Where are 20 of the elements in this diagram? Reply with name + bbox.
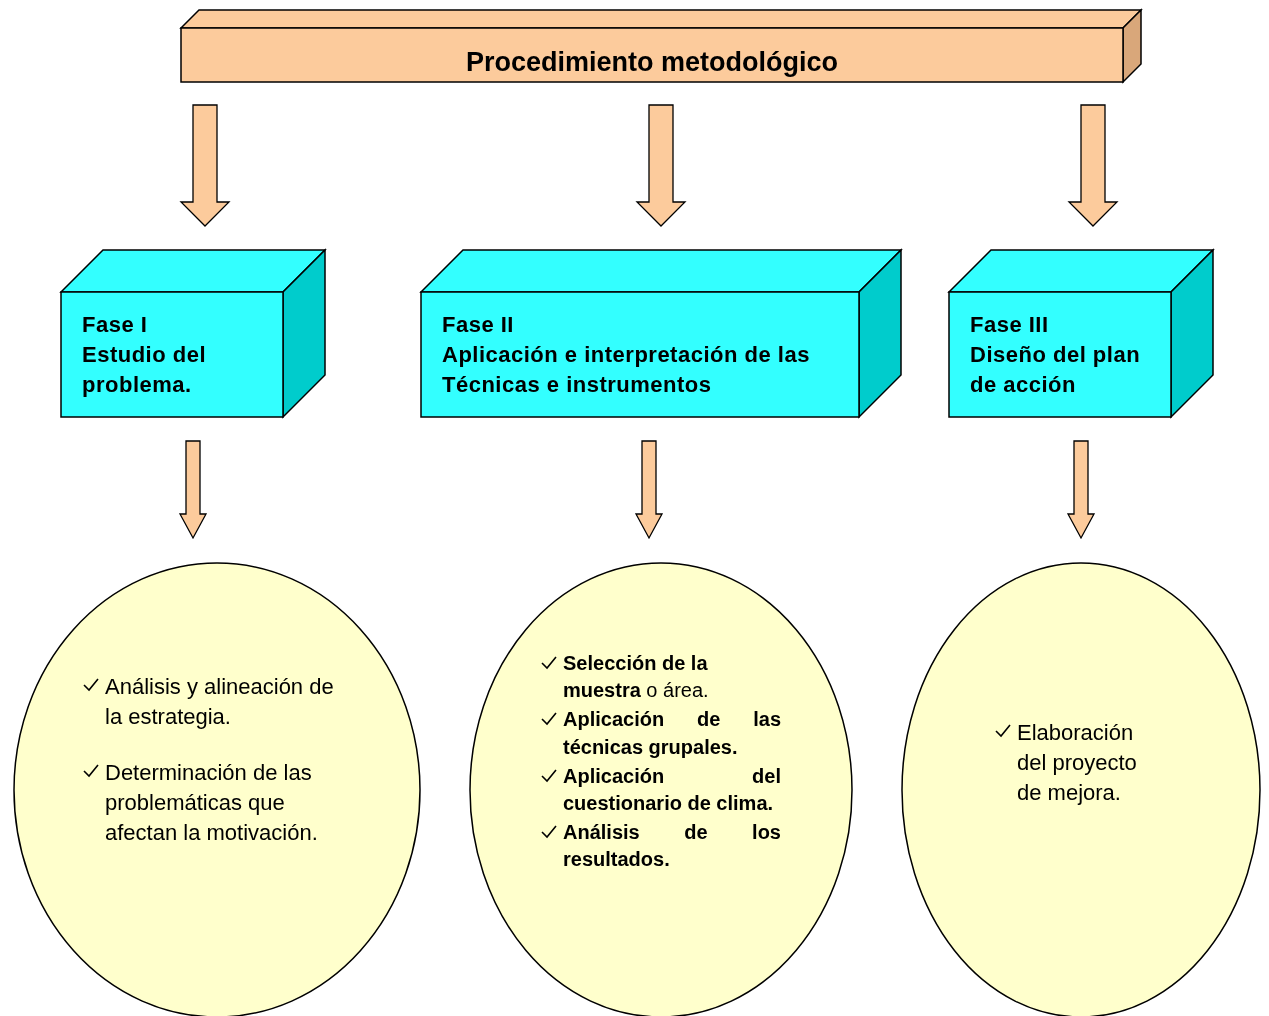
phase-title: Diseño del plan de acción: [970, 341, 1142, 399]
title: Procedimiento metodológico: [465, 47, 839, 78]
phase-title: Aplicación e interpretación de las Técnicas e instrumentos: [442, 341, 811, 399]
list-item: Selección de la muestra o área.: [563, 651, 710, 704]
block-arrow: [1066, 440, 1096, 540]
block-arrow: [1067, 104, 1119, 227]
list-item: Determinación de las problemáticas que afectan la motivación.: [105, 758, 319, 847]
block-arrow: [179, 104, 231, 227]
phase-heading: Fase I: [82, 311, 149, 339]
phase-title: Estudio del problema.: [82, 341, 208, 399]
list-item: Aplicación de las técnicas grupales.: [563, 707, 781, 760]
phase-heading: Fase III: [970, 311, 1050, 339]
list-item: Elaboración del proyecto de mejora.: [1017, 719, 1138, 807]
block-arrow: [634, 440, 664, 540]
block-arrow: [178, 440, 208, 540]
list-item: Análisis y alineación de la estrategia.: [105, 673, 335, 731]
list-item: Análisis de los resultados.: [563, 820, 781, 873]
list-item: Aplicación del cuestionario de clima.: [563, 763, 781, 816]
block-arrow: [635, 104, 687, 227]
phase-heading: Fase II: [442, 311, 515, 339]
